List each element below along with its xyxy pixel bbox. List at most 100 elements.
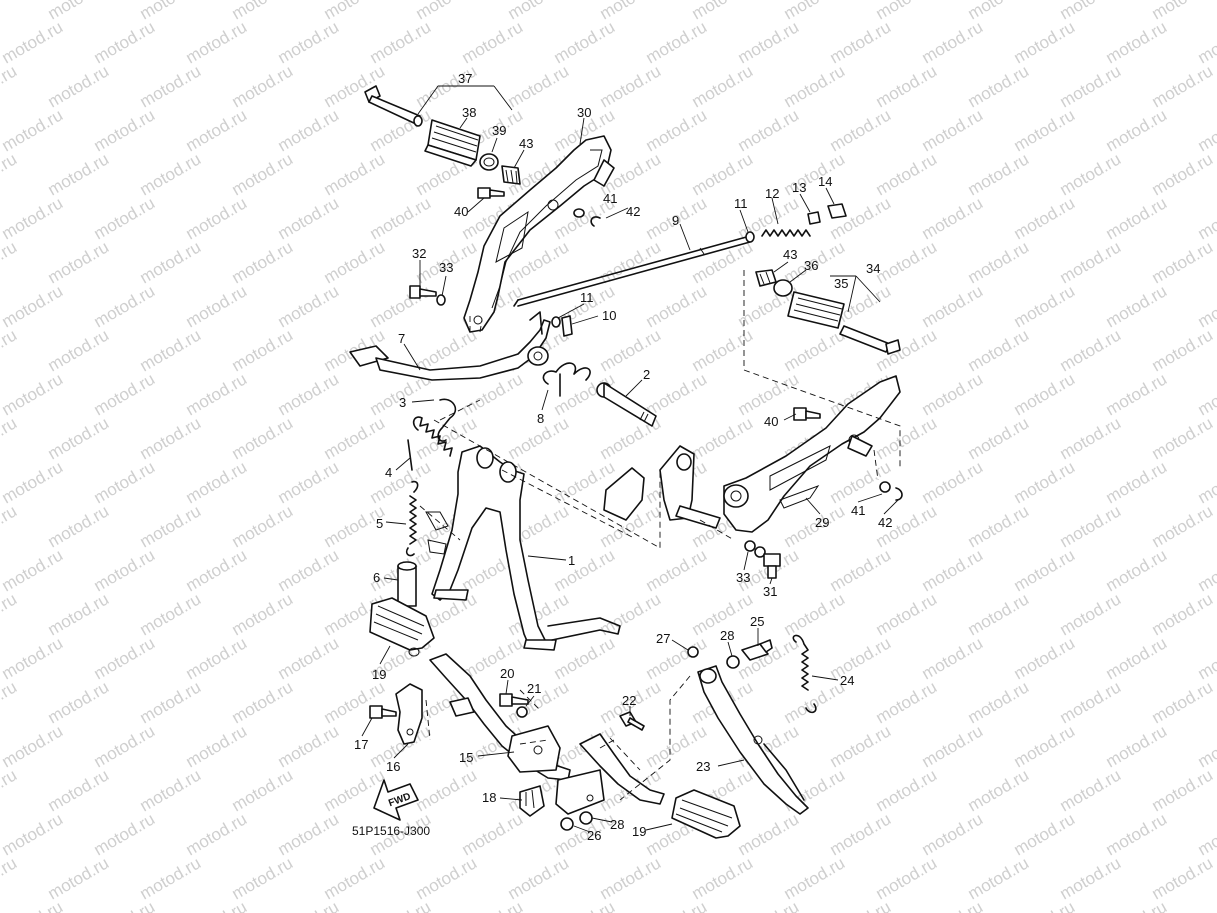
watermark-text: motod.ru	[45, 501, 113, 551]
main-stand	[425, 445, 621, 651]
footrest-pin-right	[839, 325, 901, 355]
watermark-text: motod.ru	[45, 853, 113, 903]
washer-33-upper	[436, 294, 446, 306]
watermark-text: motod.ru	[137, 677, 205, 727]
bolt-25	[741, 639, 773, 661]
watermark-text: motod.ru	[643, 281, 711, 331]
callout-12: 12	[765, 186, 779, 201]
watermark-text: motod.ru	[0, 149, 20, 199]
watermark-text: motod.ru	[45, 237, 113, 287]
callout-numbers: 37 38 39 43 30 40 41 42 9 11 12 13 14 32…	[354, 71, 892, 843]
watermark-text: motod.ru	[91, 369, 159, 419]
watermark-text: motod.ru	[459, 17, 527, 67]
watermark-text: motod.ru	[229, 853, 297, 903]
watermark-text: motod.ru	[505, 61, 573, 111]
watermark-text: motod.ru	[1149, 589, 1217, 639]
watermark-text: motod.ru	[0, 0, 20, 23]
watermark-text: motod.ru	[965, 677, 1033, 727]
callout-22: 22	[622, 693, 636, 708]
footrest-bracket-left	[463, 135, 615, 333]
watermark-text: motod.ru	[1057, 589, 1125, 639]
watermark-text: motod.ru	[597, 325, 665, 375]
watermark-text: motod.ru	[0, 545, 66, 595]
watermark-text: motod.ru	[735, 17, 803, 67]
callout-37: 37	[458, 71, 472, 86]
watermark-text: motod.ru	[137, 61, 205, 111]
spring-hook-3	[437, 398, 457, 442]
bolt-40-upper	[477, 187, 505, 199]
watermark-text: motod.ru	[1195, 457, 1217, 507]
watermark-text: motod.ru	[91, 281, 159, 331]
callout-21: 21	[527, 681, 541, 696]
callout-5: 5	[376, 516, 383, 531]
callout-40: 40	[454, 204, 468, 219]
watermark-text: motod.ru	[965, 589, 1033, 639]
watermark-text: motod.ru	[45, 61, 113, 111]
watermark-text: motod.ru	[183, 633, 251, 683]
watermark-text: motod.ru	[0, 897, 66, 913]
callout-19: 19	[632, 824, 646, 839]
watermark-text: motod.ru	[229, 325, 297, 375]
watermark-text: motod.ru	[137, 589, 205, 639]
bolt-40-right	[793, 407, 821, 421]
watermark-text: motod.ru	[965, 325, 1033, 375]
bolt-20	[499, 693, 529, 707]
watermark-text: motod.ru	[873, 765, 941, 815]
pivot-shaft	[596, 382, 657, 427]
washer-33b-right	[754, 546, 766, 558]
callout-2: 2	[643, 367, 650, 382]
watermark-text: motod.ru	[137, 765, 205, 815]
watermark-text: motod.ru	[229, 589, 297, 639]
watermark-text: motod.ru	[689, 853, 757, 903]
watermark-text: motod.ru	[827, 545, 895, 595]
callout-15: 15	[459, 750, 473, 765]
watermark-text: motod.ru	[919, 809, 987, 859]
watermark-text: motod.ru	[1149, 61, 1217, 111]
watermark-text: motod.ru	[0, 589, 20, 639]
watermark-text: motod.ru	[91, 457, 159, 507]
bolt-32	[409, 285, 437, 299]
watermark-text: motod.ru	[367, 17, 435, 67]
watermark-text: motod.ru	[1057, 149, 1125, 199]
watermark-text: motod.ru	[0, 105, 66, 155]
watermark-text: motod.ru	[1011, 809, 1079, 859]
watermark-text: motod.ru	[919, 193, 987, 243]
watermark-text: motod.ru	[1057, 413, 1125, 463]
watermark-text: motod.ru	[1195, 633, 1217, 683]
washer-11-lower	[551, 316, 561, 328]
watermark-text: motod.ru	[827, 633, 895, 683]
watermark-text: motod.ru	[91, 17, 159, 67]
damper-43-right	[755, 269, 777, 287]
watermark-text: motod.ru	[1103, 809, 1171, 859]
watermark-text: motod.ru	[919, 281, 987, 331]
watermark-text: motod.ru	[229, 677, 297, 727]
watermark-text: motod.ru	[1057, 325, 1125, 375]
watermark-text: motod.ru	[183, 281, 251, 331]
watermark-text: motod.ru	[827, 721, 895, 771]
callout-41: 41	[603, 191, 617, 206]
nut-26	[560, 817, 574, 831]
watermark-text: motod.ru	[0, 633, 66, 683]
watermark-text: motod.ru	[321, 677, 389, 727]
callout-26: 26	[587, 828, 601, 843]
watermark-text: motod.ru	[1149, 413, 1217, 463]
watermark-text: motod.ru	[0, 61, 20, 111]
side-stand	[697, 665, 809, 815]
watermark-text: motod.ru	[45, 677, 113, 727]
callout-10: 10	[602, 308, 616, 323]
watermark-text: motod.ru	[367, 897, 435, 913]
callout-14: 14	[818, 174, 832, 189]
watermark-text: motod.ru	[781, 61, 849, 111]
watermark-text: motod.ru	[827, 897, 895, 913]
footrest-rubber-right	[787, 291, 845, 329]
callout-36: 36	[804, 258, 818, 273]
watermark-text: motod.ru	[781, 589, 849, 639]
washer-28-lower	[579, 811, 593, 825]
watermark-text: motod.ru	[0, 721, 66, 771]
callout-42: 42	[626, 204, 640, 219]
watermark-text: motod.ru	[0, 281, 66, 331]
nut-27	[687, 646, 699, 658]
watermark-text: motod.ru	[275, 457, 343, 507]
watermark-text: motod.ru	[91, 545, 159, 595]
watermark-text: motod.ru	[45, 149, 113, 199]
